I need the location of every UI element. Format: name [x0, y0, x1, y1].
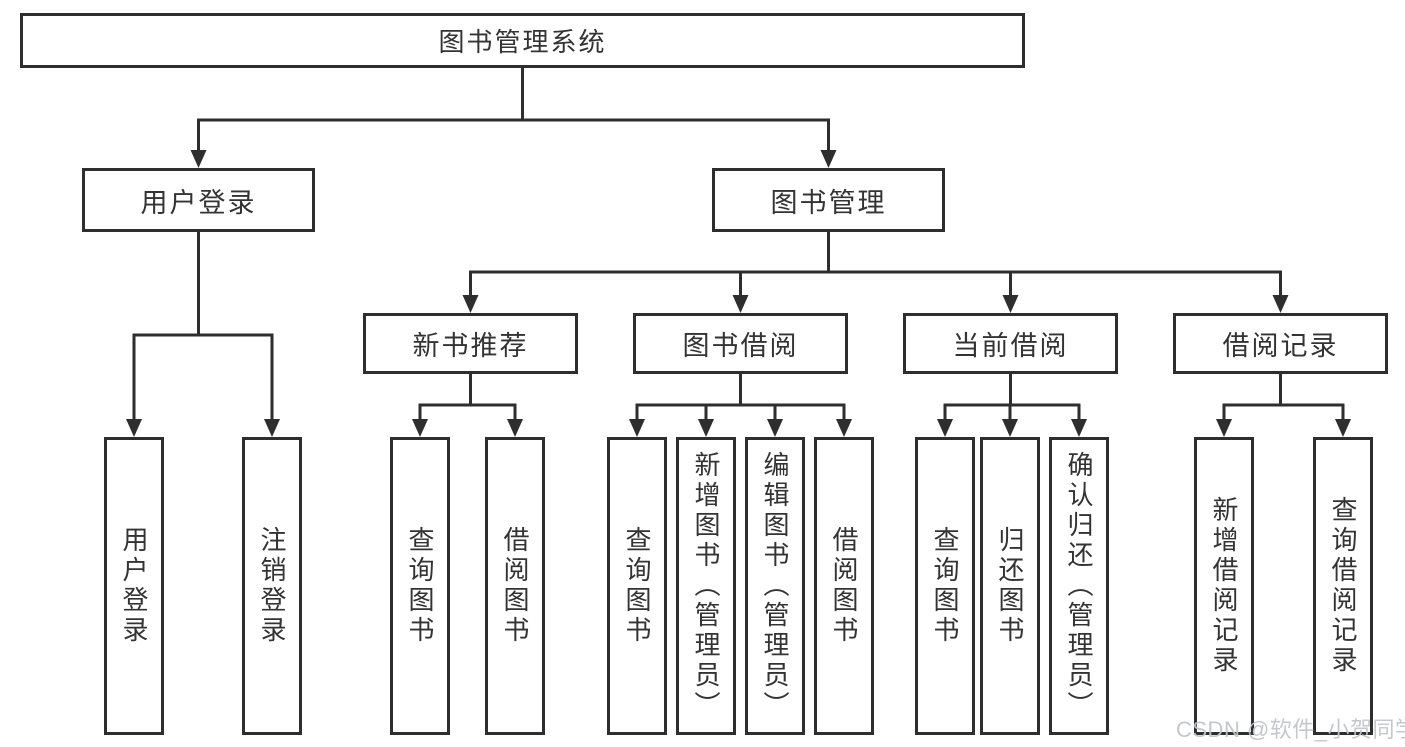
arrow-down-icon [1002, 419, 1018, 437]
node-leaf-edit-books-admin: 编辑图书（管理员） [745, 437, 805, 735]
arrow-down-icon [1071, 419, 1087, 437]
arrow-down-icon [836, 419, 852, 437]
node-user-login: 用户登录 [82, 168, 315, 232]
arrow-down-icon [1272, 295, 1289, 313]
arrow-down-icon [190, 150, 207, 168]
node-label: 图书借阅 [682, 331, 799, 361]
node-label: 归还图书 [995, 526, 1025, 646]
node-label: 确认归还（管理员） [1064, 451, 1094, 721]
connector-records-to-leaves [1222, 372, 1345, 422]
node-leaf-query-books-2: 查询图书 [607, 437, 667, 735]
node-label: 注销登录 [257, 526, 287, 646]
node-current-borrow: 当前借阅 [903, 313, 1118, 374]
node-label: 图书管理 [770, 187, 887, 218]
arrow-down-icon [767, 419, 783, 437]
connector-userlogin-to-leaves [132, 230, 274, 422]
arrow-down-icon [462, 295, 479, 313]
connector-bookmgmt-to-level3 [469, 231, 1282, 298]
node-label: 查询借阅记录 [1328, 496, 1358, 676]
node-leaf-return-books: 归还图书 [980, 437, 1040, 735]
node-leaf-add-borrow-record: 新增借阅记录 [1194, 437, 1254, 735]
arrow-down-icon [629, 419, 645, 437]
node-label: 查询图书 [930, 526, 960, 646]
node-leaf-query-books-1: 查询图书 [390, 437, 450, 735]
node-leaf-borrow-books-2: 借阅图书 [814, 437, 874, 735]
node-root-system: 图书管理系统 [20, 13, 1025, 68]
node-leaf-query-borrow-record: 查询借阅记录 [1313, 437, 1373, 735]
connector-currentborrow-to-leaves [943, 372, 1081, 422]
node-leaf-confirm-return-admin: 确认归还（管理员） [1049, 437, 1109, 735]
node-leaf-logout: 注销登录 [242, 437, 302, 735]
node-label: 用户登录 [119, 526, 149, 646]
arrow-down-icon [732, 295, 749, 313]
arrow-down-icon [412, 419, 428, 437]
node-label: 新增借阅记录 [1209, 496, 1239, 676]
connector-bookborrow-to-leaves [635, 372, 846, 422]
arrow-down-icon [1002, 295, 1019, 313]
node-label: 新书推荐 [412, 331, 529, 361]
node-label: 借阅图书 [829, 526, 859, 646]
node-label: 编辑图书（管理员） [760, 451, 790, 721]
watermark: CSDN @软件_小贺同学 [1176, 717, 1405, 742]
node-label: 图书管理系统 [438, 27, 607, 57]
node-label: 新增图书（管理员） [691, 451, 721, 721]
node-label: 借阅图书 [500, 526, 530, 646]
node-label: 用户登录 [140, 187, 257, 218]
node-borrow-records: 借阅记录 [1173, 313, 1388, 374]
node-leaf-add-books-admin: 新增图书（管理员） [676, 437, 736, 735]
arrow-down-icon [820, 150, 837, 168]
node-label: 当前借阅 [952, 331, 1069, 361]
arrow-down-icon [126, 419, 142, 437]
arrow-down-icon [937, 419, 953, 437]
arrow-down-icon [264, 419, 280, 437]
node-leaf-borrow-books-1: 借阅图书 [485, 437, 545, 735]
node-book-management: 图书管理 [712, 168, 945, 232]
node-leaf-user-login: 用户登录 [104, 437, 164, 735]
arrow-down-icon [698, 419, 714, 437]
arrow-down-icon [1216, 419, 1232, 437]
node-label: 查询图书 [622, 526, 652, 646]
node-leaf-query-books-3: 查询图书 [915, 437, 975, 735]
node-book-borrow: 图书借阅 [633, 313, 848, 374]
node-label: 借阅记录 [1222, 331, 1339, 361]
connector-root-to-level2 [197, 66, 830, 153]
arrow-down-icon [1335, 419, 1351, 437]
node-new-book-recommend: 新书推荐 [363, 313, 578, 374]
arrow-down-icon [507, 419, 523, 437]
connector-newbooks-to-leaves [418, 372, 517, 422]
node-label: 查询图书 [405, 526, 435, 646]
